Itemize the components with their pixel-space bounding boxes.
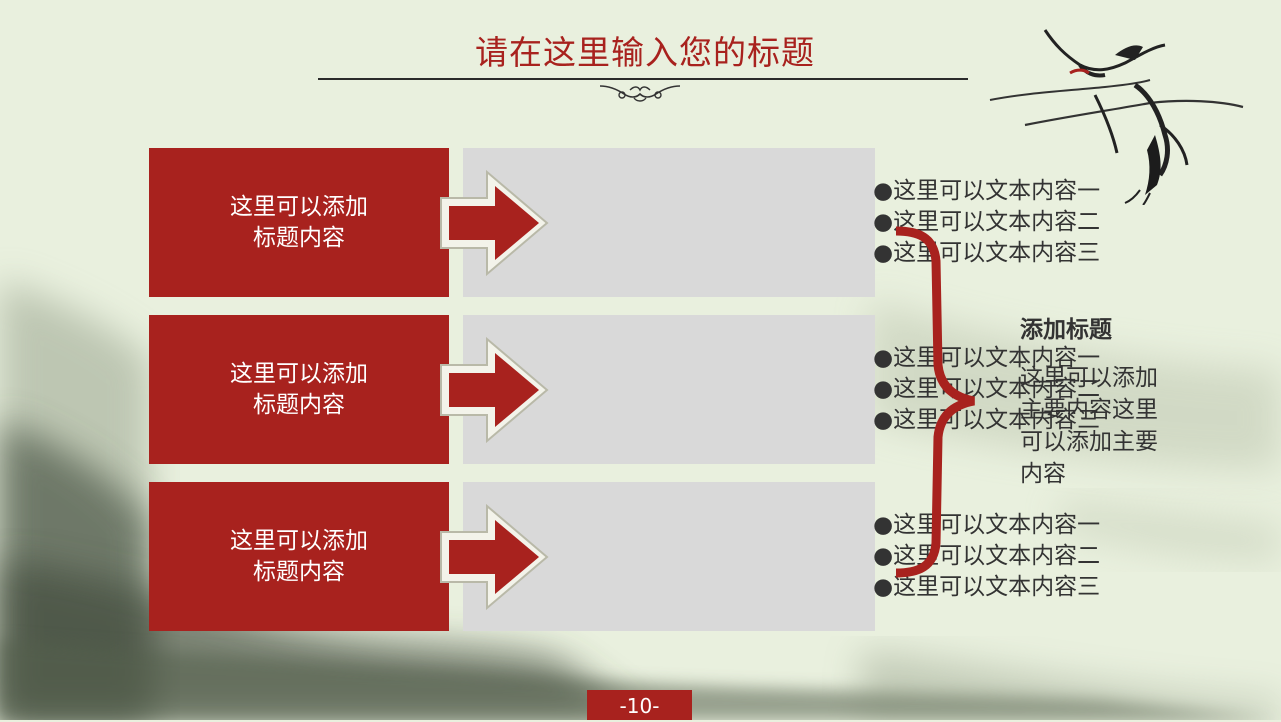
content-row: ●这里可以文本内容一 ●这里可以文本内容二 ●这里可以文本内容三 这里可以添加 … xyxy=(149,482,1100,631)
summary-title: 添加标题 xyxy=(1020,317,1112,343)
arrow-right-icon xyxy=(440,503,549,611)
title-underline xyxy=(318,78,968,80)
content-row: ●这里可以文本内容一 ●这里可以文本内容二 ●这里可以文本内容三 这里可以添加 … xyxy=(149,315,1100,464)
summary-line: 可以添加主要 xyxy=(1020,429,1158,455)
row-heading-line: 这里可以添加 xyxy=(230,360,368,387)
summary-text: 这里可以添加 主要内容这里 可以添加主要 内容 xyxy=(1020,362,1188,490)
row-heading-line: 这里可以添加 xyxy=(230,527,368,554)
bullet-item: ●这里可以文本内容二 xyxy=(873,376,1101,402)
scroll-ornament-icon xyxy=(599,85,681,102)
row-heading-line: 标题内容 xyxy=(253,558,345,585)
summary-line: 这里可以添加 xyxy=(1020,365,1158,391)
content-row: ●这里可以文本内容一 ●这里可以文本内容二 ●这里可以文本内容三 这里可以添加 … xyxy=(149,148,1100,297)
page-number: -10- xyxy=(587,690,692,720)
summary-line: 内容 xyxy=(1020,461,1066,487)
bullet-item: ●这里可以文本内容二 xyxy=(873,543,1101,569)
row-heading-line: 标题内容 xyxy=(253,224,345,251)
curly-brace-icon xyxy=(895,226,975,578)
crane-painting xyxy=(989,29,1244,205)
summary-line: 主要内容这里 xyxy=(1020,397,1158,423)
bullet-item: ●这里可以文本内容三 xyxy=(873,240,1101,266)
bullet-item: ●这里可以文本内容一 xyxy=(873,345,1101,371)
bullet-item: ●这里可以文本内容三 xyxy=(873,407,1101,433)
row-heading-box: 这里可以添加 标题内容 xyxy=(149,148,449,297)
bullet-list: ●这里可以文本内容一 ●这里可以文本内容二 ●这里可以文本内容三 xyxy=(873,343,1100,436)
row-heading-box: 这里可以添加 标题内容 xyxy=(149,482,449,631)
bullet-item: ●这里可以文本内容一 xyxy=(873,178,1101,204)
row-heading-box: 这里可以添加 标题内容 xyxy=(149,315,449,464)
page-title: 请在这里输入您的标题 xyxy=(475,33,815,72)
arrow-right-icon xyxy=(440,169,549,277)
bullet-item: ●这里可以文本内容一 xyxy=(873,512,1101,538)
arrow-right-icon xyxy=(440,336,549,444)
bullet-list: ●这里可以文本内容一 ●这里可以文本内容二 ●这里可以文本内容三 xyxy=(873,510,1100,603)
row-heading-line: 标题内容 xyxy=(253,391,345,418)
bullet-list: ●这里可以文本内容一 ●这里可以文本内容二 ●这里可以文本内容三 xyxy=(873,176,1100,269)
bullet-item: ●这里可以文本内容三 xyxy=(873,574,1101,600)
row-heading-line: 这里可以添加 xyxy=(230,193,368,220)
